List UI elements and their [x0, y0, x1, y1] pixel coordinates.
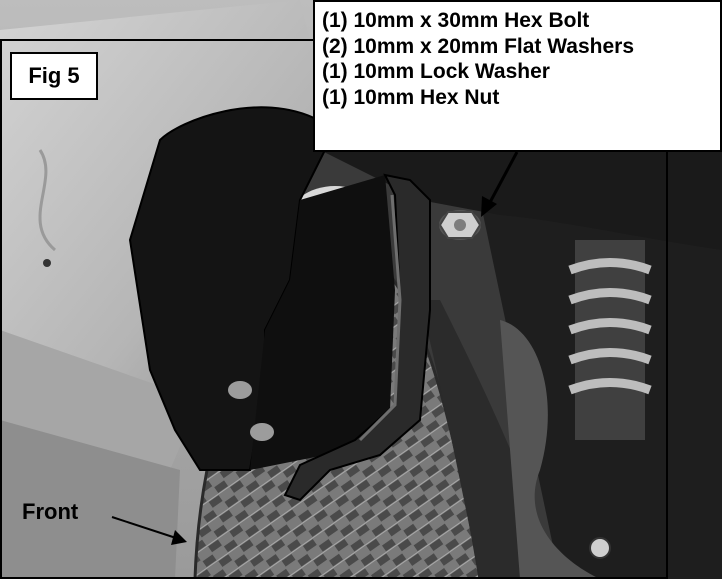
- front-direction-label: Front: [22, 499, 79, 524]
- parts-list-item: (1) 10mm Hex Nut: [322, 85, 500, 109]
- hex-bolt-assembly: [438, 210, 482, 240]
- figure-label: Fig 5: [10, 52, 98, 100]
- parts-list-item: (1) 10mm x 30mm Hex Bolt: [322, 9, 590, 32]
- parts-list-item: (2) 10mm x 20mm Flat Washers: [322, 34, 635, 58]
- parts-list-item: (1) 10mm Lock Washer: [322, 60, 550, 83]
- coil-spring: [568, 240, 652, 440]
- parts-list-callout: (1) 10mm x 30mm Hex Bolt (2) 10mm x 20mm…: [313, 0, 722, 152]
